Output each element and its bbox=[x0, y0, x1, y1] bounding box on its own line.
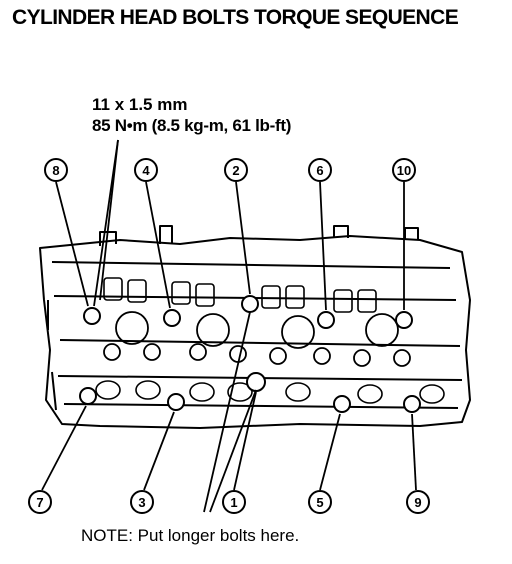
cylinder-head-outline bbox=[39, 235, 471, 429]
callout-1-circle bbox=[222, 490, 246, 514]
callout-8: 8 bbox=[52, 163, 59, 178]
bolt-9 bbox=[403, 395, 421, 413]
spec-leaders bbox=[93, 139, 119, 307]
callout-9: 9 bbox=[414, 495, 421, 510]
callout-6-circle bbox=[308, 158, 332, 182]
bolt-10 bbox=[395, 311, 413, 329]
callout-4: 4 bbox=[142, 163, 150, 178]
top-callouts: 8 4 2 6 10 bbox=[44, 158, 416, 182]
valve-springs bbox=[103, 277, 377, 313]
bottom-callouts: 7 3 1 5 9 bbox=[28, 490, 430, 514]
bolt-8 bbox=[83, 307, 101, 325]
bolt-4 bbox=[163, 309, 181, 327]
cam-housing-top bbox=[51, 261, 451, 269]
callout-5: 5 bbox=[316, 495, 323, 510]
bolt-1 bbox=[246, 372, 266, 392]
callout-2-circle bbox=[224, 158, 248, 182]
bolt-6 bbox=[317, 311, 335, 329]
callout-7-circle bbox=[28, 490, 52, 514]
bolt-5 bbox=[333, 395, 351, 413]
callout-3-circle bbox=[130, 490, 154, 514]
head-bolts bbox=[79, 295, 421, 413]
callout-3: 3 bbox=[138, 495, 145, 510]
callout-1: 1 bbox=[230, 495, 237, 510]
callout-10-circle bbox=[392, 158, 416, 182]
torque-spec-label: 85 N•m (8.5 kg-m, 61 lb-ft) bbox=[92, 116, 292, 135]
top-callout-leaders bbox=[55, 181, 405, 311]
callout-2: 2 bbox=[232, 163, 239, 178]
callout-6: 6 bbox=[316, 163, 323, 178]
callout-8-circle bbox=[44, 158, 68, 182]
bottom-callout-leaders bbox=[41, 311, 417, 513]
callout-10: 10 bbox=[397, 163, 411, 178]
bolt-7 bbox=[79, 387, 97, 405]
callout-5-circle bbox=[308, 490, 332, 514]
bolt-2 bbox=[241, 295, 259, 313]
bolt-size-label: 11 x 1.5 mm bbox=[92, 95, 188, 114]
callout-4-circle bbox=[134, 158, 158, 182]
rocker-bosses bbox=[103, 311, 411, 367]
note-text: NOTE: Put longer bolts here. bbox=[81, 526, 300, 545]
callout-9-circle bbox=[406, 490, 430, 514]
callout-7: 7 bbox=[36, 495, 43, 510]
bolt-3 bbox=[167, 393, 185, 411]
diagram-title: CYLINDER HEAD BOLTS TORQUE SEQUENCE bbox=[12, 6, 459, 29]
